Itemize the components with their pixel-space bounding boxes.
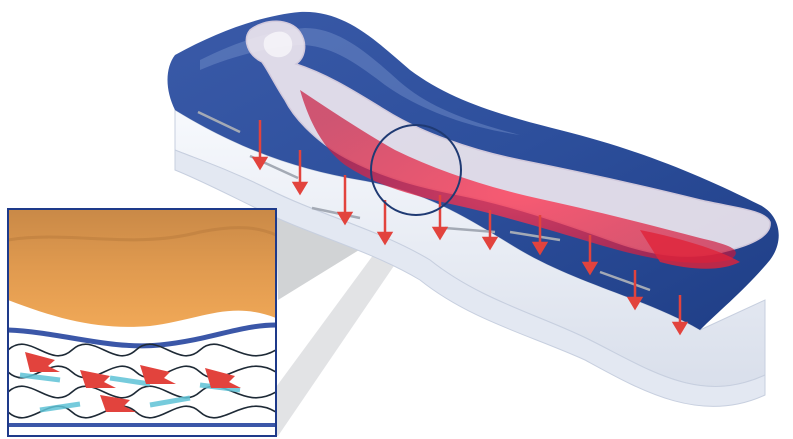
zoom-inset xyxy=(8,209,276,436)
